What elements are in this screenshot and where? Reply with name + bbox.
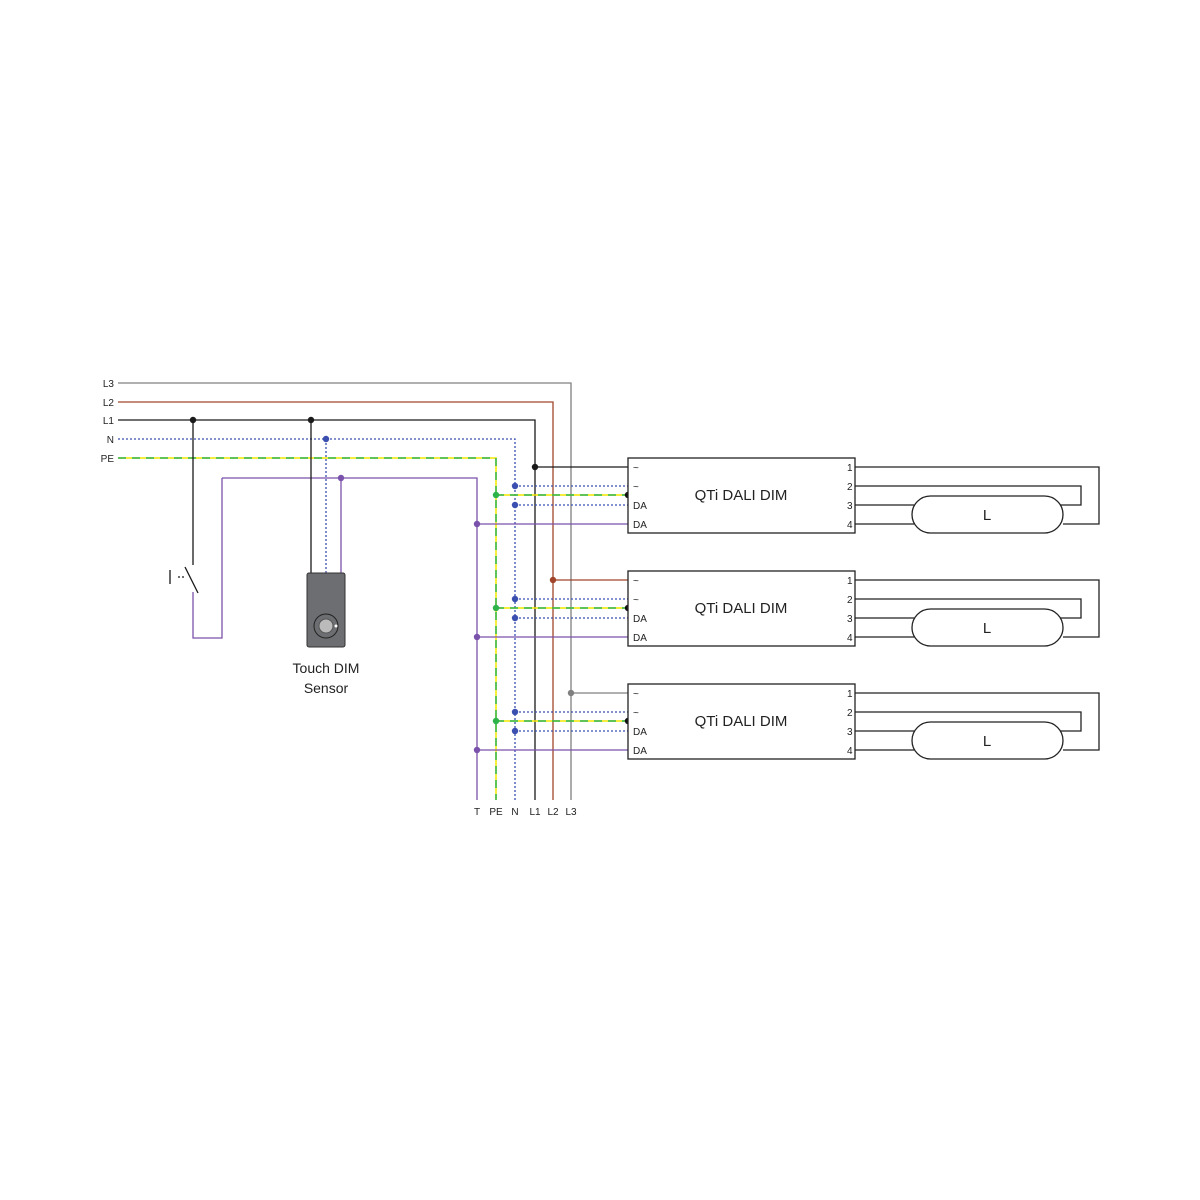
ballast-pin-right: 3 <box>847 727 853 738</box>
junction-dot <box>492 604 500 612</box>
bus-label-n: N <box>107 435 114 446</box>
ballast-box <box>627 457 856 534</box>
junction-dot <box>511 595 519 603</box>
ballast-pin-right: 1 <box>847 463 853 474</box>
junction-dot <box>492 717 500 725</box>
lamp-label: L <box>983 620 991 637</box>
ballast-pin-right: 3 <box>847 614 853 625</box>
ballast-pin-right: 4 <box>847 633 853 644</box>
bottom-label-pe: PE <box>489 807 503 818</box>
ballast-2: QTi DALI DIM ~ ~ DA DA 1 2 3 4 L <box>627 570 1064 647</box>
junction-dot <box>511 614 519 622</box>
bottom-label-l1: L1 <box>529 807 541 818</box>
junction-dot <box>322 435 330 443</box>
ballast-3: QTi DALI DIM ~ ~ DA DA 1 2 3 4 L <box>627 683 1064 760</box>
ballast-pin-right: 2 <box>847 482 853 493</box>
ballast-pin-right: 4 <box>847 746 853 757</box>
lamp-wire-2 <box>855 485 1082 506</box>
bus-label-pe: PE <box>101 454 115 465</box>
sensor-label-1: Touch DIM <box>293 660 360 676</box>
touch-dim-sensor: Touch DIM Sensor <box>293 572 360 696</box>
sensor-led <box>334 624 338 628</box>
junction-dot <box>492 491 500 499</box>
wire-pe <box>118 457 497 800</box>
ballast-pin-right: 4 <box>847 520 853 531</box>
bus-label-l2: L2 <box>103 398 115 409</box>
junction-dot <box>549 576 557 584</box>
lamp <box>911 608 1064 647</box>
wire-n <box>118 438 516 800</box>
junction-dot <box>511 501 519 509</box>
lamp-wire-1 <box>855 466 1100 525</box>
ballast-pin-left: DA <box>633 501 647 512</box>
ballast-pin-left: ~ <box>633 595 639 606</box>
lamp-wire-1 <box>855 692 1100 751</box>
lamp <box>911 495 1064 534</box>
sensor-label-2: Sensor <box>304 680 349 696</box>
sensor-body <box>306 572 346 648</box>
ballast-pin-right: 1 <box>847 576 853 587</box>
junction-dot <box>567 689 575 697</box>
ballast-pin-left: DA <box>633 614 647 625</box>
bottom-label-n: N <box>511 807 518 818</box>
ballast-1: QTi DALI DIM ~ ~ DA DA 1 2 3 4 L <box>627 457 1064 534</box>
ballast-pin-right: 3 <box>847 501 853 512</box>
lamp-wire-1 <box>855 579 1100 638</box>
junction-dot <box>189 416 197 424</box>
wire-l3 <box>118 382 572 800</box>
ballast-pin-left: ~ <box>633 689 639 700</box>
junction-dot <box>337 474 345 482</box>
ballast-box <box>627 570 856 647</box>
switch-return <box>192 478 223 639</box>
wire-l1 <box>118 419 536 800</box>
ballast-pin-left: ~ <box>633 482 639 493</box>
junction-dot <box>473 520 481 528</box>
bottom-label-l3: L3 <box>565 807 577 818</box>
ballast-pin-right: 2 <box>847 595 853 606</box>
wire-l2 <box>118 401 554 800</box>
ballast-pin-left: DA <box>633 520 647 531</box>
wire-t <box>222 477 478 800</box>
lamp-label: L <box>983 733 991 750</box>
junction-dot <box>531 463 539 471</box>
junction-dot <box>473 633 481 641</box>
lamp-wire-2 <box>855 598 1082 619</box>
junction-dot <box>307 416 315 424</box>
junction-dot <box>511 727 519 735</box>
junction-dot <box>473 746 481 754</box>
ballast-title: QTi DALI DIM <box>695 600 788 617</box>
ballast-pin-right: 1 <box>847 689 853 700</box>
ballast-title: QTi DALI DIM <box>695 713 788 730</box>
ballast-box <box>627 683 856 760</box>
bus-label-l1: L1 <box>103 416 115 427</box>
bottom-label-t: T <box>474 807 480 818</box>
switch-blade <box>184 566 199 594</box>
lamp-label: L <box>983 507 991 524</box>
ballast-pin-left: DA <box>633 633 647 644</box>
ballast-pin-left: ~ <box>633 463 639 474</box>
lamp-wire-2 <box>855 711 1082 732</box>
ballast-pin-left: ~ <box>633 708 639 719</box>
sensor-ring <box>313 613 339 639</box>
junction-dot <box>511 482 519 490</box>
ballast-title: QTi DALI DIM <box>695 487 788 504</box>
ballast-pin-right: 2 <box>847 708 853 719</box>
bus-label-l3: L3 <box>103 379 115 390</box>
lamp <box>911 721 1064 760</box>
ballast-pin-left: ~ <box>633 576 639 587</box>
ballast-pin-left: DA <box>633 727 647 738</box>
junction-dot <box>511 708 519 716</box>
bottom-label-l2: L2 <box>547 807 559 818</box>
sensor-lens <box>318 618 334 634</box>
ballast-pin-left: DA <box>633 746 647 757</box>
